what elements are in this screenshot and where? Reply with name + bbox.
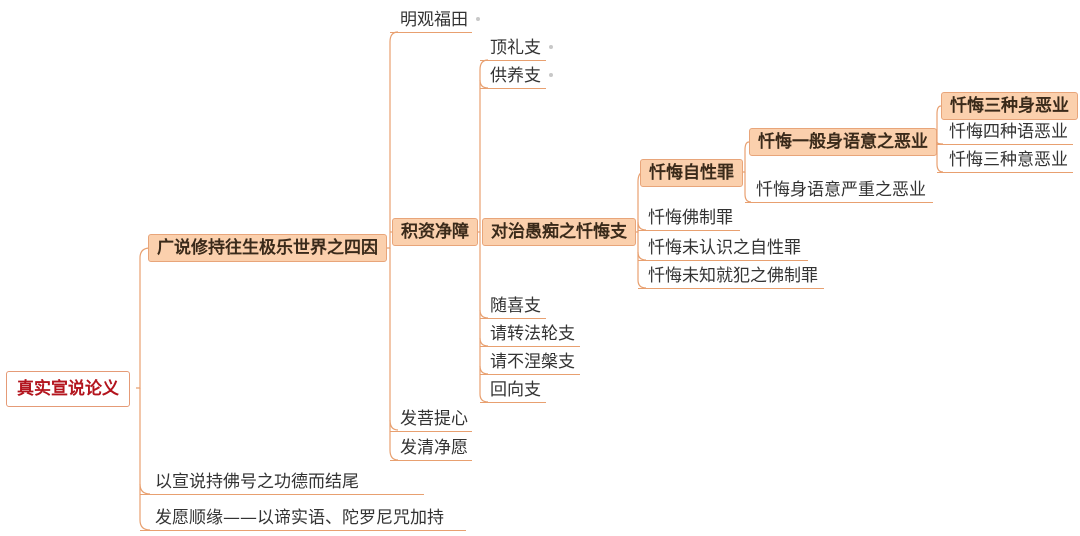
underline: [480, 374, 580, 375]
node-shen-label: 忏悔三种身恶业: [950, 96, 1069, 116]
underline: [140, 530, 466, 531]
root-node[interactable]: 真实宣说论义: [6, 371, 130, 407]
collapse-dot-icon[interactable]: [549, 73, 553, 77]
node-weizhi[interactable]: 忏悔未知就犯之佛制罪: [648, 266, 818, 286]
underline: [140, 494, 424, 495]
node-weizhi-label: 忏悔未知就犯之佛制罪: [648, 266, 818, 286]
node-faputi[interactable]: 发菩提心: [400, 409, 468, 429]
node-yi[interactable]: 忏悔三种意恶业: [949, 150, 1068, 170]
node-dingli[interactable]: 顶礼支: [490, 38, 541, 58]
node-jizi-label: 积资净障: [401, 222, 469, 242]
node-zixing[interactable]: 忏悔自性罪: [640, 159, 743, 187]
node-dingli-label: 顶礼支: [490, 38, 541, 58]
node-yanzhong-label: 忏悔身语意严重之恶业: [756, 180, 926, 200]
node-faqing-label: 发清净愿: [400, 438, 468, 458]
node-fayuan[interactable]: 发愿顺缘——以谛实语、陀罗尼咒加持: [155, 508, 444, 528]
root-label: 真实宣说论义: [17, 379, 119, 399]
node-qingbu[interactable]: 请不涅槃支: [490, 352, 575, 372]
node-qingzhuan-label: 请转法轮支: [490, 324, 575, 344]
underline: [745, 202, 933, 203]
node-qingbu-label: 请不涅槃支: [490, 352, 575, 372]
node-zixing-label: 忏悔自性罪: [649, 163, 734, 183]
underline: [480, 318, 546, 319]
collapse-dot-icon[interactable]: [549, 45, 553, 49]
collapse-dot-icon[interactable]: [476, 17, 480, 21]
underline: [390, 431, 472, 432]
node-four-causes-label: 广说修持往生极乐世界之四因: [157, 238, 378, 258]
node-faputi-label: 发菩提心: [400, 409, 468, 429]
node-gongyang[interactable]: 供养支: [490, 66, 541, 86]
underline: [480, 60, 546, 61]
node-yanzhong[interactable]: 忏悔身语意严重之恶业: [756, 180, 926, 200]
node-weirenshi-label: 忏悔未认识之自性罪: [648, 238, 801, 258]
node-jizi[interactable]: 积资净障: [392, 218, 478, 246]
node-yu[interactable]: 忏悔四种语恶业: [949, 122, 1068, 142]
node-weirenshi[interactable]: 忏悔未认识之自性罪: [648, 238, 801, 258]
underline: [937, 172, 1073, 173]
node-fozhi[interactable]: 忏悔佛制罪: [648, 208, 733, 228]
underline: [390, 32, 472, 33]
node-jiewei[interactable]: 以宣说持佛号之功德而结尾: [155, 472, 359, 492]
node-yi-label: 忏悔三种意恶业: [949, 150, 1068, 170]
node-faqing[interactable]: 发清净愿: [400, 438, 468, 458]
underline: [480, 88, 546, 89]
node-gongyang-label: 供养支: [490, 66, 541, 86]
node-huixiang-label: 回向支: [490, 380, 541, 400]
node-mingguan[interactable]: 明观福田: [400, 10, 468, 30]
node-duizhi[interactable]: 对治愚痴之忏悔支: [482, 218, 636, 246]
underline: [480, 402, 546, 403]
node-yu-label: 忏悔四种语恶业: [949, 122, 1068, 142]
node-jiewei-label: 以宣说持佛号之功德而结尾: [155, 472, 359, 492]
node-mingguan-label: 明观福田: [400, 10, 468, 30]
node-yiban-label: 忏悔一般身语意之恶业: [758, 132, 928, 152]
node-duizhi-label: 对治愚痴之忏悔支: [491, 222, 627, 242]
underline: [638, 230, 740, 231]
node-suixi[interactable]: 随喜支: [490, 296, 541, 316]
node-fayuan-label: 发愿顺缘——以谛实语、陀罗尼咒加持: [155, 508, 444, 528]
node-fozhi-label: 忏悔佛制罪: [648, 208, 733, 228]
node-huixiang[interactable]: 回向支: [490, 380, 541, 400]
underline: [638, 260, 808, 261]
node-yiban[interactable]: 忏悔一般身语意之恶业: [749, 128, 937, 156]
underline: [638, 288, 824, 289]
node-four-causes[interactable]: 广说修持往生极乐世界之四因: [148, 234, 387, 262]
underline: [390, 460, 472, 461]
underline: [480, 346, 580, 347]
node-qingzhuan[interactable]: 请转法轮支: [490, 324, 575, 344]
node-suixi-label: 随喜支: [490, 296, 541, 316]
underline: [937, 144, 1073, 145]
node-shen[interactable]: 忏悔三种身恶业: [941, 92, 1078, 120]
